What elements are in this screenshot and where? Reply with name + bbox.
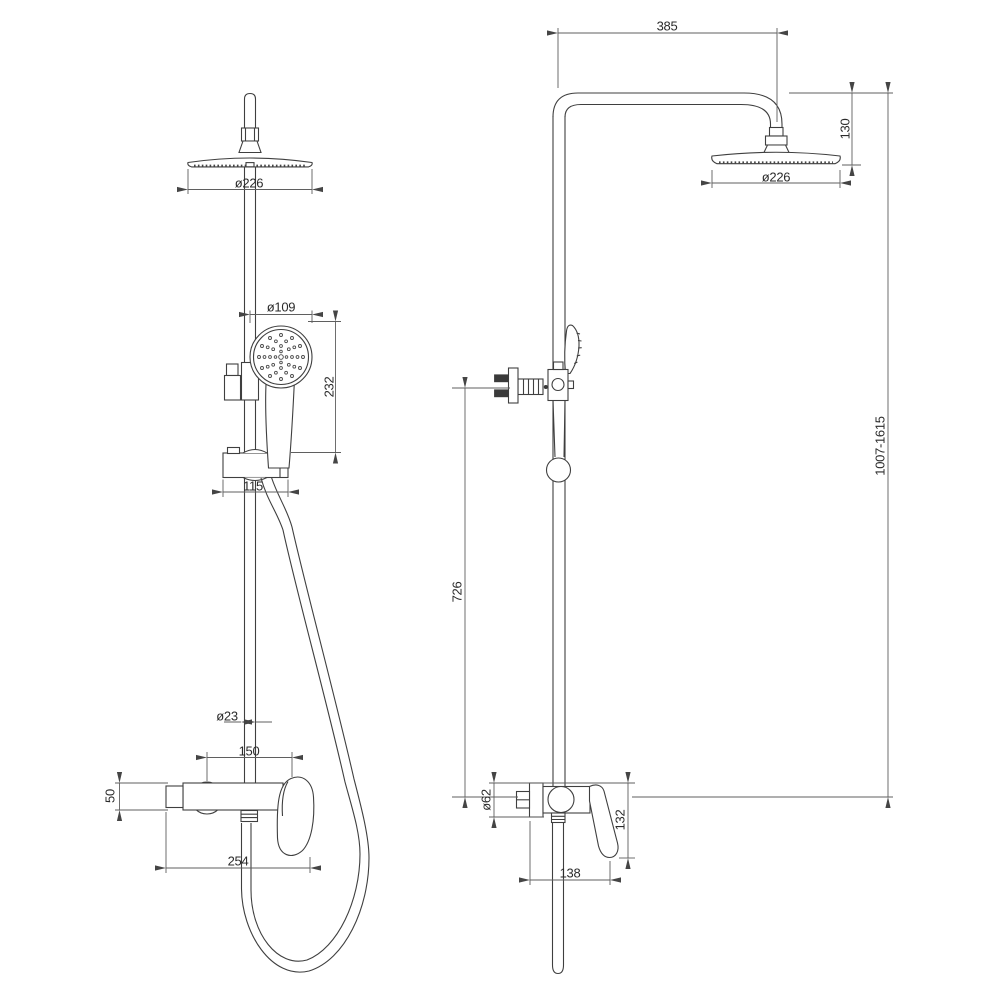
dim-side-bracket-to-mixer: 726: [449, 581, 465, 603]
hand-shower-nozzles: [257, 333, 305, 381]
dim-front-inlet-spacing: 150: [238, 743, 260, 759]
dim-front-slider-bracket-width: 115: [243, 478, 263, 494]
dim-side-mixer-depth: 138: [559, 865, 581, 881]
front-dimensions: [115, 169, 341, 873]
dim-front-hand-shower-diameter: ø109: [266, 299, 296, 315]
dim-front-mixer-width: 254: [227, 853, 249, 869]
dim-side-head-drop: 130: [837, 118, 853, 140]
dim-side-height-range: 1007-1615: [872, 416, 888, 476]
dim-front-mixer-height: 50: [102, 789, 118, 803]
dim-side-escutcheon-diameter: ø62: [478, 789, 494, 811]
dim-side-head-diameter: ø226: [761, 169, 791, 185]
dim-front-pipe-diameter: ø23: [216, 708, 238, 724]
front-view: [115, 92, 370, 973]
dim-front-hand-shower-length: 232: [321, 376, 337, 398]
dim-front-head-diameter: ø226: [234, 175, 264, 191]
dim-side-arm-reach: 385: [656, 18, 678, 34]
side-dimensions: [452, 28, 893, 885]
side-view: [452, 28, 893, 975]
dim-side-mixer-drop: 132: [612, 809, 628, 831]
